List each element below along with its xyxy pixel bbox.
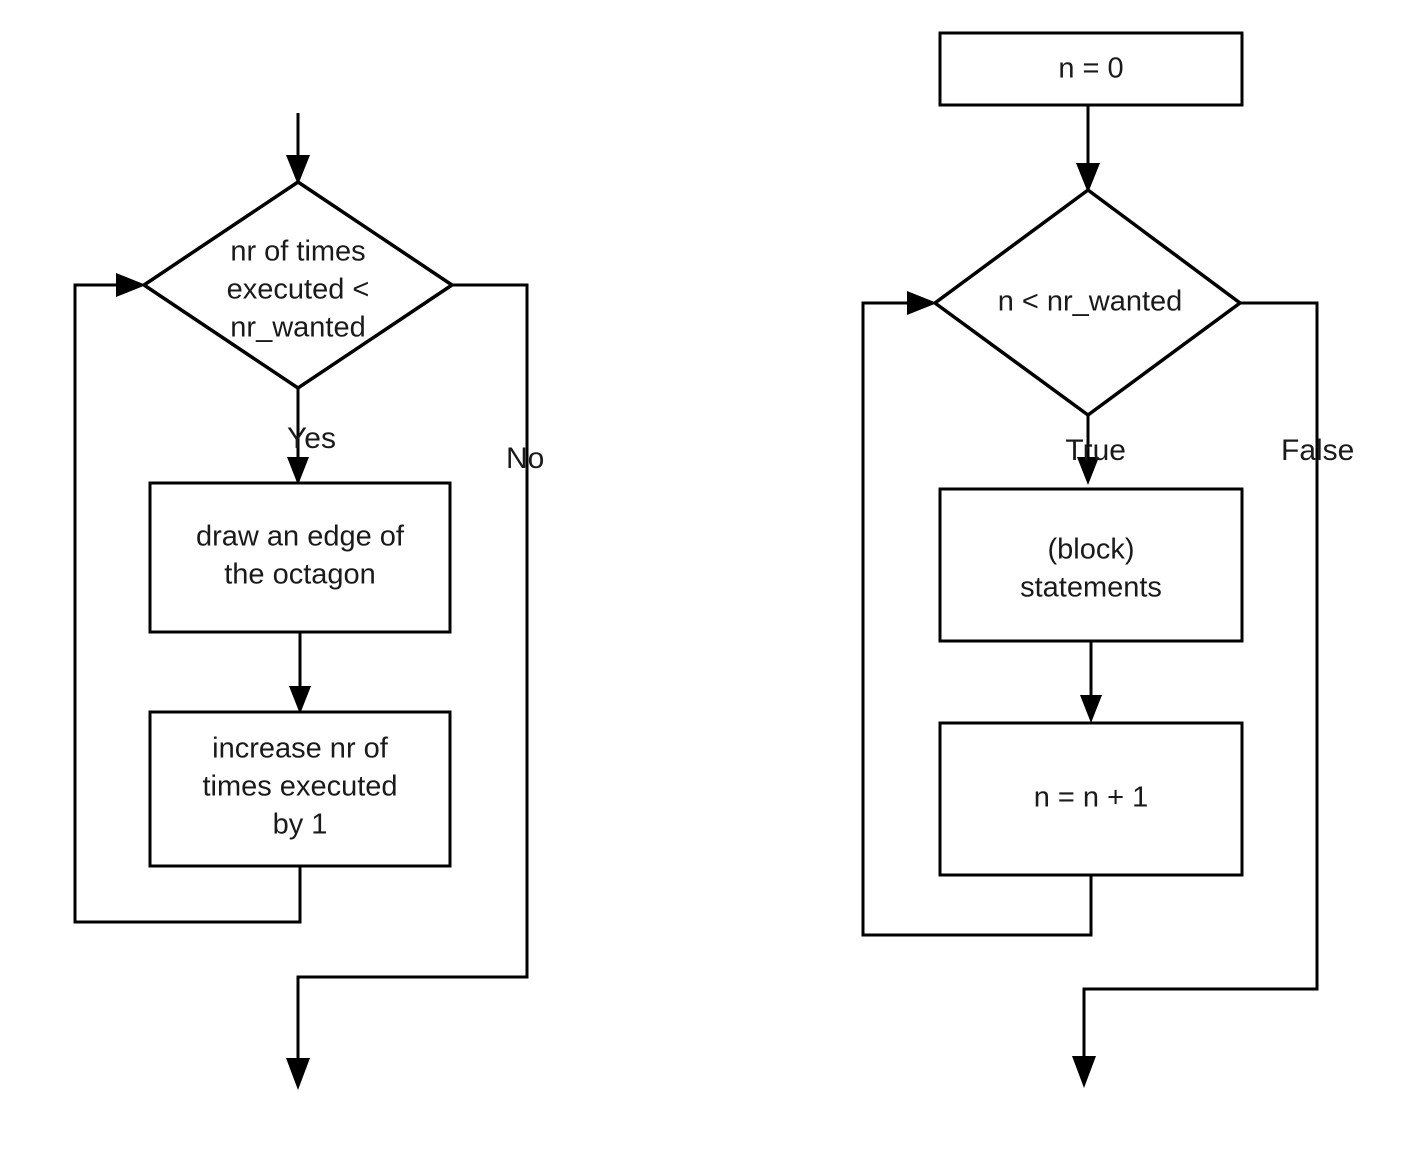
right-loopback-line [861,301,1093,937]
right-process-box-2 [938,721,1244,877]
left-decision-text-line1: nr of times [230,236,365,268]
left-process-box-2 [148,710,452,868]
left-no-arrowhead [286,1058,310,1090]
left-yes-edge: Yes [287,388,336,485]
right-false-edge: False [1072,301,1354,1088]
right-process-1-line2: statements [1020,572,1162,604]
left-loopback-arrowhead [116,273,146,297]
left-entry-arrow [286,113,310,185]
right-init-box [938,31,1244,107]
right-process-2-line1: n = n + 1 [1034,782,1149,814]
right-init-text: n = 0 [1058,53,1123,85]
right-false-line [1082,301,1319,1060]
right-init-arrowhead [1076,163,1100,193]
right-true-arrowhead [1077,457,1099,485]
right-process-1-line1: (block) [1047,534,1134,566]
left-process1-to-process2-edge [289,632,311,714]
right-false-arrowhead [1072,1056,1096,1088]
right-init-to-decision-edge [1076,105,1100,193]
right-branch-true-label: True [1065,434,1126,467]
right-true-edge: True [1065,415,1126,485]
right-process-box-1 [938,487,1244,643]
left-p1-p2-arrowhead [289,686,311,714]
right-loopback-edge [861,291,1093,937]
left-flowchart-group: nr of times executed < nr_wanted Yes dra… [73,113,544,1090]
left-process-box-1 [148,481,452,634]
right-decision-text-line1: n < nr_wanted [998,286,1183,318]
left-process-2-line3: by 1 [273,809,328,841]
left-loopback-edge [73,273,302,924]
left-no-line [296,283,529,1065]
left-entry-arrowhead [286,155,310,185]
left-process-2-line1: increase nr of [212,733,389,765]
left-loopback-line [73,283,302,924]
right-loopback-arrowhead [907,291,937,315]
left-decision-text-line2: executed < [227,274,370,306]
left-process-1-line1: draw an edge of [196,521,405,553]
right-process1-to-process2-edge [1080,641,1102,723]
left-decision-text-line3: nr_wanted [230,312,365,344]
left-yes-arrowhead [287,457,309,485]
left-no-edge: No [286,283,544,1090]
left-branch-yes-label: Yes [287,422,336,455]
left-process-2-line2: times executed [202,771,397,803]
left-branch-no-label: No [506,442,544,475]
right-p1-p2-arrowhead [1080,695,1102,723]
right-branch-false-label: False [1281,434,1354,467]
left-process-1-line2: the octagon [224,559,376,591]
right-flowchart-group: n = 0 n < nr_wanted True (block) stateme… [861,31,1354,1088]
